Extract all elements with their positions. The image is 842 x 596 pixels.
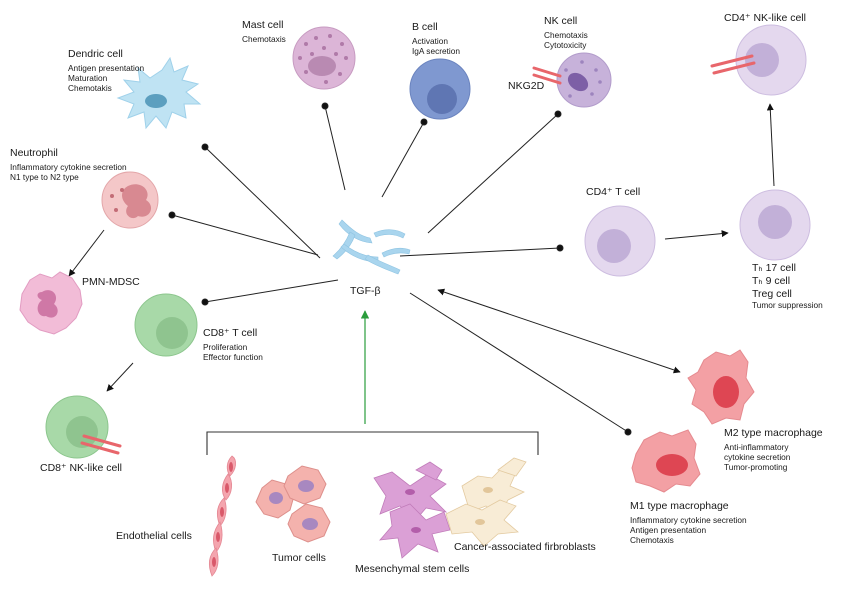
dendritic-role: Antigen presentation [68, 62, 145, 73]
cd4-nk-like-cell [710, 24, 807, 96]
arrow-cd8t-to-cd8nk [106, 362, 134, 392]
b-cell [409, 58, 471, 120]
th-line: Tₕ 17 cell [752, 262, 796, 274]
link-mast-dot [321, 102, 329, 110]
link-cd4t [399, 247, 561, 257]
label-cd8-t-cell: CD8⁺ T cell Proliferation Effector funct… [203, 322, 263, 362]
m1-role: Chemotaxis [630, 534, 674, 545]
arrow-neutrophil-to-pmn [68, 229, 105, 277]
label-cd4-nk-like-cell: CD4⁺ NK-like cell [724, 12, 806, 24]
label-tgf-beta: TGF-β [350, 285, 381, 297]
label-mast-cell: Mast cell Chemotaxis [242, 14, 286, 44]
nkg2d-receptor [532, 66, 562, 85]
nk-role: Chemotaxis [544, 29, 588, 40]
dendritic-nucleus [145, 94, 167, 108]
link-m1-dot [624, 428, 632, 436]
nk-role: Cytotoxicity [544, 39, 587, 50]
link-dendritic-dot [201, 143, 209, 151]
cancer-associated-fibroblasts [445, 457, 527, 547]
mast-role: Chemotaxis [242, 33, 286, 44]
link-m1 [409, 292, 629, 433]
link-nk-dot [554, 110, 562, 118]
m2-macrophage [687, 349, 755, 425]
cd8t-name: CD8⁺ T cell [203, 327, 258, 339]
m2-role: Anti-inflammatory [724, 441, 789, 452]
bcell-role: IgA secretion [412, 45, 460, 56]
mesenchymal-stem-cells [373, 461, 451, 559]
th-line: Tₕ 9 cell [752, 274, 791, 287]
link-bcell-dot [420, 118, 428, 126]
tgf-beta-molecules [332, 219, 411, 275]
label-nkg2d: NKG2D [508, 80, 545, 92]
dendritic-role: Chemotakis [68, 82, 112, 93]
cd8-t-cell [134, 293, 198, 357]
label-pmn-mdsc: PMN-MDSC [82, 276, 140, 288]
link-nk [427, 113, 559, 234]
label-mesenchymal-stem-cells: Mesenchymal stem cells [355, 563, 470, 575]
bcell-name: B cell [412, 21, 438, 33]
link-mast [324, 105, 346, 191]
m1-role: Inflammatory cytokine secretion [630, 514, 747, 525]
m1-macrophage [631, 429, 701, 493]
label-nk-cell: NK cell Chemotaxis Cytotoxicity [544, 10, 588, 50]
arrow-cd4t-to-th [664, 230, 729, 240]
m1-role: Antigen presentation [630, 524, 707, 535]
label-m2-macrophage: M2 type macrophage Anti-inflammatory cyt… [724, 422, 823, 472]
neutrophil-cell [101, 171, 159, 229]
endothelial-cells [208, 455, 236, 577]
m2-name: M2 type macrophage [724, 427, 823, 439]
bcell-role: Activation [412, 35, 448, 46]
link-cd8t-dot [201, 298, 209, 306]
m2-role: Tumor-promoting [724, 461, 788, 472]
neutrophil-name: Neutrophil [10, 147, 58, 159]
link-neutrophil-dot [168, 211, 176, 219]
source-bracket [206, 431, 539, 455]
link-bcell [381, 121, 425, 198]
label-th-treg-lines: Tₕ 17 cell Tₕ 9 cell Treg cell Tumor sup… [752, 262, 823, 311]
label-tumor-cells: Tumor cells [272, 552, 326, 564]
dendritic-cell [116, 56, 202, 130]
mast-cell [292, 26, 356, 90]
dendritic-role: Maturation [68, 72, 108, 83]
cd8t-role: Effector function [203, 351, 263, 362]
label-cancer-associated-fibroblasts: Cancer-associated firbroblasts [454, 541, 596, 553]
neutrophil-role: N1 type to N2 type [10, 171, 79, 182]
link-m2 [437, 288, 681, 374]
pmn-mdsc-cell [19, 271, 83, 335]
tumor-cells [255, 465, 331, 543]
label-m1-macrophage: M1 type macrophage Inflammatory cytokine… [630, 495, 747, 545]
dendritic-name: Dendric cell [68, 48, 123, 60]
link-cd8t [204, 279, 339, 303]
label-endothelial-cells: Endothelial cells [116, 530, 192, 542]
th-role: Tumor suppression [752, 300, 823, 311]
link-cd4t-dot [556, 244, 564, 252]
label-b-cell: B cell Activation IgA secretion [412, 16, 460, 56]
th-treg-cell [739, 189, 811, 261]
m2-role: cytokine secretion [724, 451, 791, 462]
m1-name: M1 type macrophage [630, 500, 729, 512]
arrow-th-to-cd4nk [766, 103, 775, 187]
nk-cell [532, 52, 612, 108]
label-dendritic-cell: Dendric cell Antigen presentation Matura… [68, 43, 144, 93]
mast-name: Mast cell [242, 19, 284, 31]
cd4-t-cell [584, 205, 656, 277]
cd8t-role: Proliferation [203, 341, 248, 352]
cd8-nk-like-cell [45, 395, 122, 459]
connectors [68, 102, 775, 455]
link-dendritic [204, 146, 321, 259]
label-cd8-nk-like-cell: CD8⁺ NK-like cell [40, 462, 122, 474]
th-line: Treg cell [752, 287, 792, 300]
neutrophil-role: Inflammatory cytokine secretion [10, 161, 127, 172]
link-neutrophil [171, 214, 319, 256]
label-cd4-t-cell: CD4⁺ T cell [586, 186, 641, 198]
nk-name: NK cell [544, 15, 578, 27]
label-neutrophil: Neutrophil Inflammatory cytokine secreti… [10, 142, 127, 182]
